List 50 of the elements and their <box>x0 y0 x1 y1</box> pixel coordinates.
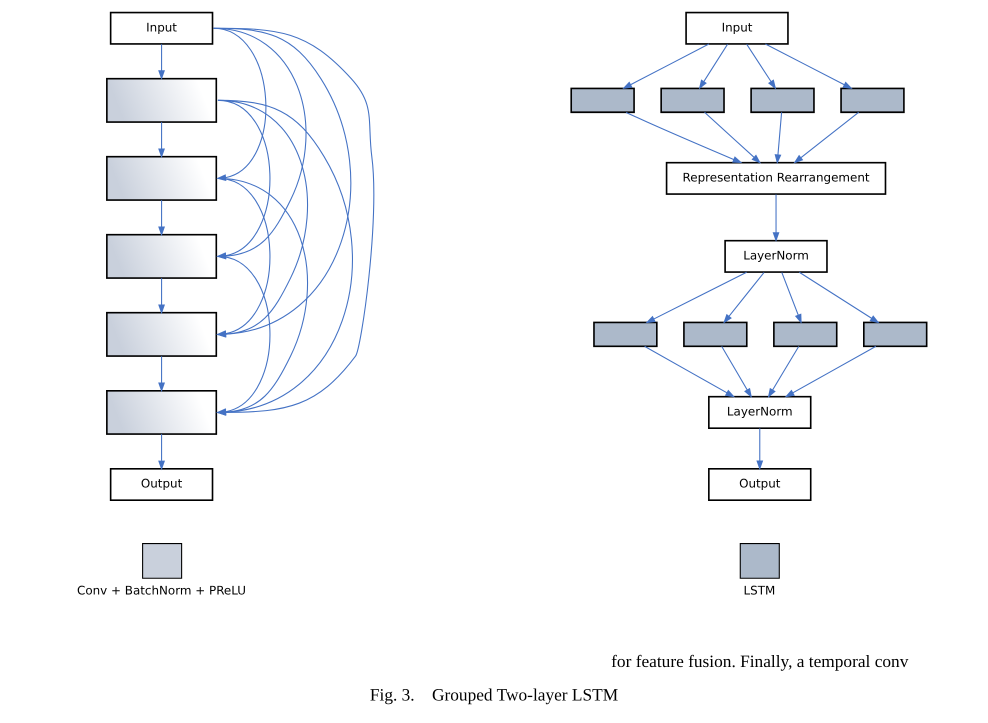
caption: Fig. 3. Grouped Two-layer LSTM <box>370 685 618 704</box>
arrow <box>784 346 876 398</box>
arrow <box>158 356 165 392</box>
arrow <box>704 112 762 164</box>
node-box <box>683 322 748 348</box>
arrow <box>216 256 270 416</box>
arrow <box>644 346 736 398</box>
node-box: Output <box>110 468 214 502</box>
arrow <box>214 28 374 416</box>
arrow <box>158 200 165 236</box>
arrow <box>158 434 165 470</box>
arrow <box>765 44 853 90</box>
node-box <box>106 78 218 123</box>
node-box: Input <box>110 12 214 45</box>
arrow <box>626 112 742 164</box>
node-box <box>106 156 218 201</box>
node-box: LayerNorm <box>724 240 828 273</box>
arrow <box>698 44 728 90</box>
label: for feature fusion. Finally, a temporal conv <box>611 652 908 671</box>
arrow <box>772 194 780 242</box>
node-box <box>660 88 725 114</box>
arrow <box>721 346 752 398</box>
arrow <box>158 278 165 314</box>
arrow <box>794 112 859 164</box>
arrow <box>774 112 782 164</box>
node-box <box>570 88 635 114</box>
node-box <box>750 88 815 114</box>
arrow <box>158 44 165 80</box>
legend-label: LSTM <box>744 583 776 598</box>
legend-label: Conv + BatchNorm + PReLU <box>77 583 246 598</box>
arrow <box>799 272 880 324</box>
node-box: LayerNorm <box>708 396 812 429</box>
node-box <box>593 322 658 348</box>
node-box <box>106 390 218 435</box>
node-box: Input <box>685 12 789 45</box>
arrow <box>723 272 764 324</box>
node-box <box>840 88 905 114</box>
node-box <box>106 312 218 357</box>
node-box <box>863 322 928 348</box>
node-box: Representation Rearrangement <box>666 162 886 195</box>
arrow <box>746 44 776 90</box>
arrow <box>781 272 802 324</box>
node-box: Output <box>708 468 812 502</box>
node-box <box>106 234 218 279</box>
node-box <box>773 322 838 348</box>
arrow <box>768 346 800 398</box>
arrow <box>622 44 710 90</box>
arrow <box>158 122 165 158</box>
arrow <box>756 428 764 470</box>
arrow <box>645 272 747 324</box>
